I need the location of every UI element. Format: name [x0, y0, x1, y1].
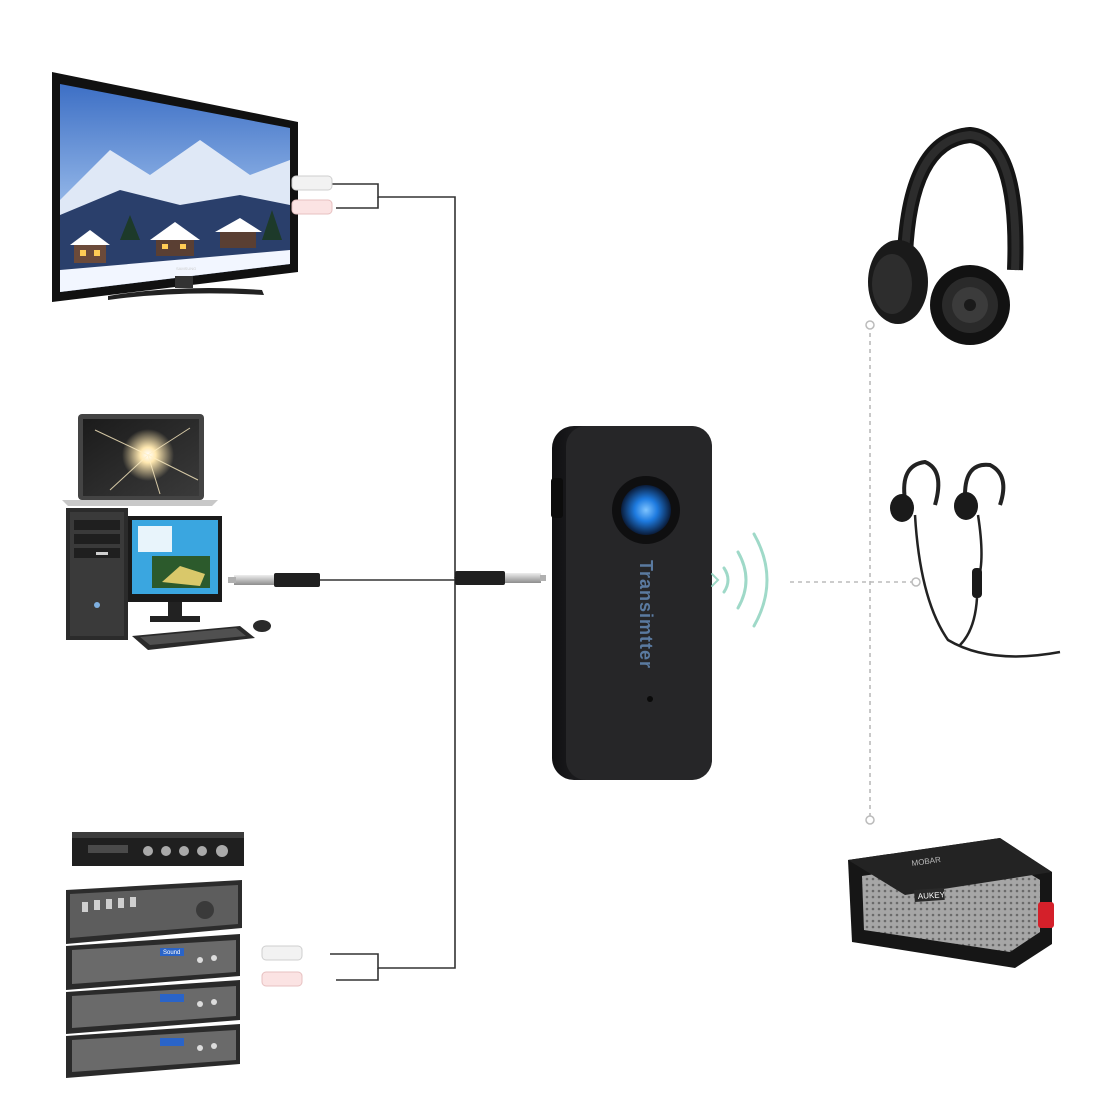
laptop: [62, 414, 218, 506]
speaker-brand-label: AUKEY: [918, 890, 946, 901]
transmitter-aux-plug: [455, 571, 546, 585]
cable-tv: [330, 183, 462, 578]
device-label: Transimtter: [636, 560, 656, 669]
tv: SAMSUNG: [52, 72, 333, 302]
desktop-computer: [66, 508, 320, 650]
amplifier-rca-plugs: [261, 945, 303, 987]
cable-network: [320, 183, 462, 981]
transmitter-device: Transimtter: [551, 426, 712, 780]
earphones: [890, 459, 1061, 658]
cable-amplifier: [330, 577, 456, 969]
led-indicator: [647, 696, 653, 702]
speaker-top-label: MOBAR: [911, 855, 942, 868]
bluetooth-signal-icon: [711, 532, 769, 628]
tv-rca-plugs: [291, 175, 333, 215]
power-button-glow: [621, 485, 671, 535]
audio-receiver: [72, 832, 244, 866]
amp-panel-label: Sound: [163, 950, 180, 956]
amplifier-rack: Sound: [66, 880, 303, 1078]
wireless-links: [790, 325, 916, 820]
headphones: [868, 126, 1024, 345]
bluetooth-speaker: MOBAR AUKEY: [848, 838, 1054, 968]
computer-aux-plug: [228, 573, 320, 587]
cable-tv-branch: [336, 197, 379, 209]
cable-amplifier-branch: [336, 968, 379, 981]
tv-brand-label: SAMSUNG: [176, 266, 196, 271]
